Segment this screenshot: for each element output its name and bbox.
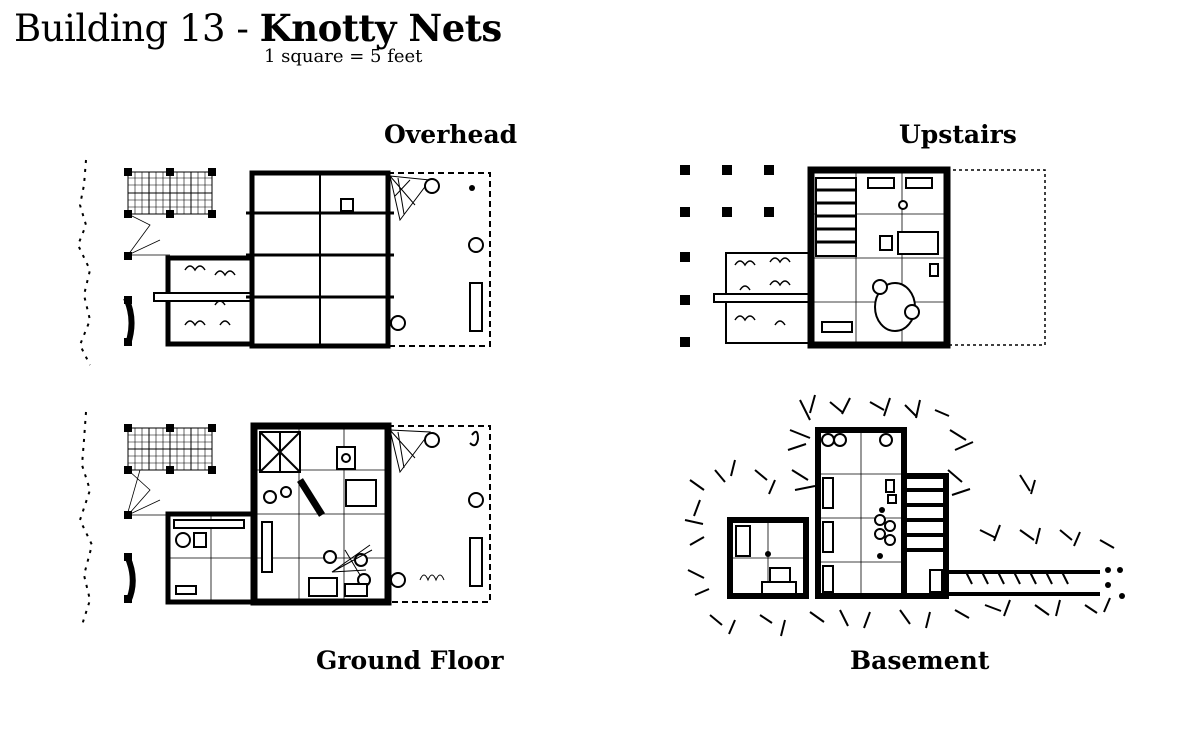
ground-furniture	[261, 446, 377, 597]
overhead-web	[389, 175, 431, 222]
ground-shoreline	[78, 411, 94, 626]
overhead-crate	[469, 282, 483, 332]
map-title: Building 13 - Knotty Nets	[14, 6, 502, 51]
overhead-yard	[387, 172, 491, 347]
ground-web	[331, 544, 373, 576]
upstairs-map	[680, 165, 1046, 349]
ground-boat	[124, 554, 136, 604]
overhead-label: Overhead	[384, 120, 518, 149]
upstairs-posts	[680, 165, 774, 347]
upstairs-beam	[713, 293, 815, 303]
basement-label: Basement	[850, 646, 990, 675]
ground-floor-map	[78, 411, 491, 626]
upstairs-shrubs	[734, 257, 791, 326]
basement-rock-hatching	[684, 394, 1115, 637]
basement-stairs	[904, 488, 946, 552]
ground-crate	[469, 537, 483, 587]
upstairs-label: Upstairs	[899, 120, 1017, 149]
ground-staircase	[259, 431, 301, 473]
building-name: Knotty Nets	[259, 6, 503, 50]
ground-shed-furniture	[173, 519, 245, 595]
upstairs-furniture	[821, 177, 939, 333]
chimney	[340, 198, 354, 212]
overhead-barrels	[390, 178, 484, 331]
overhead-shoreline	[76, 159, 92, 366]
ground-floor-label: Ground Floor	[316, 646, 504, 675]
overhead-net-rack	[127, 171, 213, 256]
basement-map	[684, 394, 1125, 637]
overhead-beam	[153, 292, 255, 302]
upstairs-balcony	[946, 169, 1046, 346]
overhead-boat	[123, 296, 135, 345]
overhead-roof-ridges	[246, 211, 394, 299]
title-prefix: Building 13 -	[14, 7, 260, 50]
basement-tunnel	[946, 570, 1100, 596]
overhead-map	[76, 159, 491, 366]
ground-yard	[387, 425, 491, 603]
basement-furniture	[735, 433, 943, 595]
scale-note: 1 square = 5 feet	[264, 46, 423, 67]
ground-yard-web	[389, 429, 431, 474]
ground-barrels	[390, 432, 484, 588]
upstairs-staircase	[815, 177, 857, 257]
